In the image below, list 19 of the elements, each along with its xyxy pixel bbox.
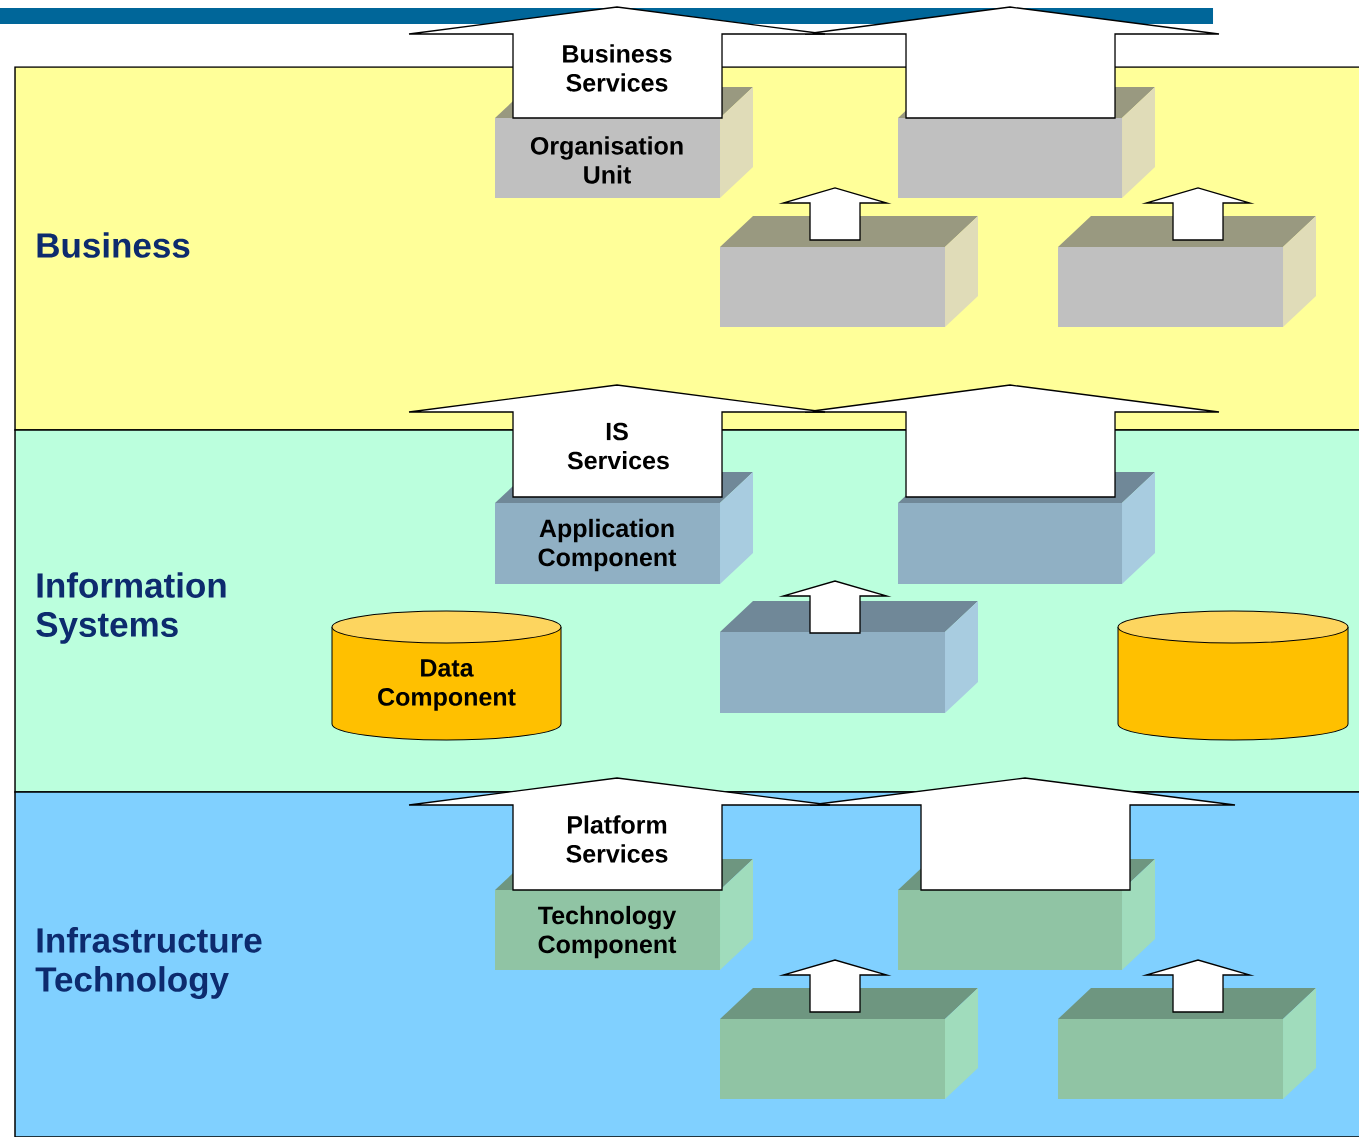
component-box [1058, 216, 1316, 327]
arrow [408, 6, 826, 119]
database-cylinder [1117, 610, 1349, 741]
arrow [778, 580, 892, 634]
arrow [778, 959, 892, 1013]
database-cylinder: Data Component [331, 610, 562, 741]
arrow [408, 777, 831, 891]
component-box [1058, 988, 1316, 1099]
arrow [1141, 959, 1255, 1013]
component-box [720, 988, 978, 1099]
arrow [778, 187, 892, 241]
component-box [720, 601, 978, 713]
arrow [408, 384, 826, 498]
component-box [720, 216, 978, 327]
layer-title: Information Systems [36, 572, 226, 644]
layer-title: Infrastructure Technology [35, 927, 262, 999]
layer-title: Business [37, 232, 190, 258]
arrow [1141, 187, 1255, 241]
edge-label: IS Services [567, 422, 669, 470]
